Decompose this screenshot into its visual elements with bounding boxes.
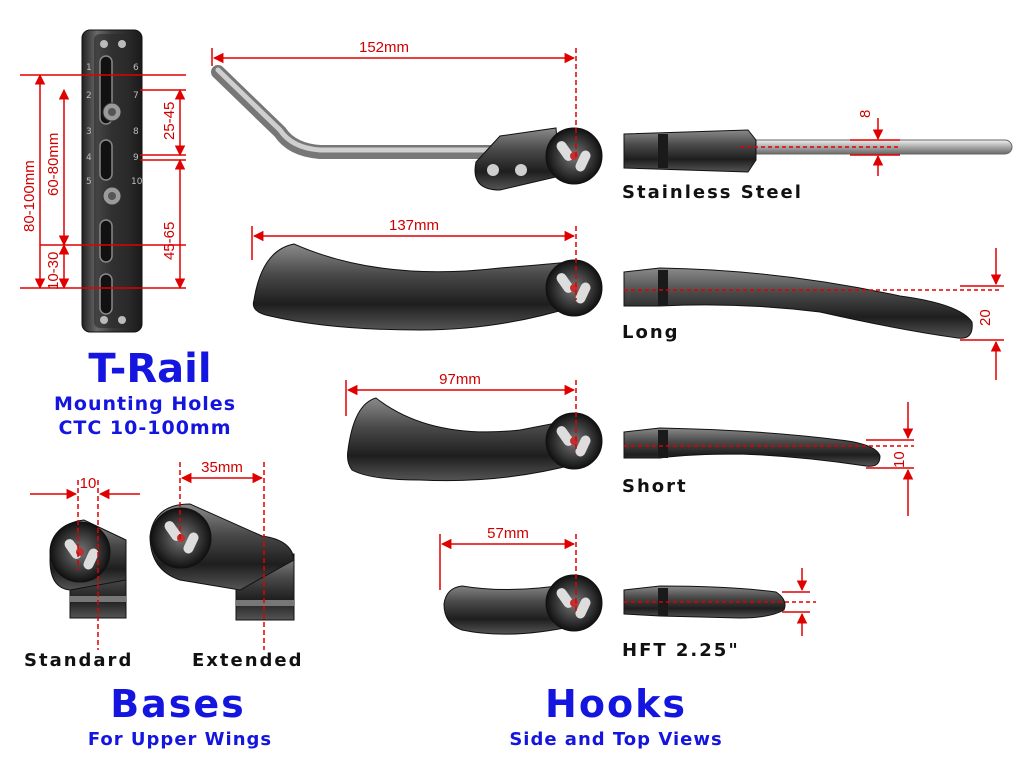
dim-short-length-lines: [345, 380, 577, 452]
bases-subtitle: For Upper Wings: [88, 729, 272, 750]
hook-stainless-side: [211, 65, 603, 191]
dim-25-45: 25-45: [161, 102, 178, 140]
bases-title: Bases: [110, 682, 246, 726]
dim-long-top: 20: [977, 309, 994, 326]
hook-short-top: [623, 427, 881, 467]
dim-short-top: 10: [891, 451, 908, 468]
hook-stainless-label: Stainless Steel: [622, 182, 803, 203]
dim-60-80: 60-80mm: [45, 133, 62, 196]
t-rail-dimensions: [20, 73, 186, 290]
rail-digit: 5: [86, 177, 92, 187]
dim-long-length: 137mm: [389, 217, 439, 234]
bases-dimensions: [30, 462, 265, 650]
base-extended-drawing: [149, 503, 295, 621]
rail-digit: 4: [86, 153, 92, 163]
dim-10-30: 10-30: [45, 252, 62, 290]
rail-digit: 3: [86, 127, 92, 137]
dim-stainless-top: 8: [857, 110, 874, 118]
base-standard-drawing: [49, 519, 127, 619]
dim-stainless-length-lines: [211, 48, 577, 160]
base-extended-label: Extended: [192, 650, 304, 671]
rail-digit: 8: [133, 127, 139, 137]
dim-short-top-lines: [624, 402, 914, 516]
dim-45-65: 45-65: [161, 222, 178, 260]
dim-base-extended: 35mm: [201, 459, 243, 476]
hook-stainless-top: [623, 129, 1013, 173]
hooks-title: Hooks: [545, 682, 687, 726]
hook-long-side: [252, 243, 603, 331]
dim-short-length: 97mm: [439, 371, 481, 388]
t-rail-drawing: 1 2 3 4 5 6 7 8 9 10: [81, 29, 143, 333]
hooks-subtitle: Side and Top Views: [509, 729, 722, 750]
rail-digit: 10: [131, 177, 143, 187]
dim-80-100: 80-100mm: [21, 160, 38, 232]
rail-digits: 1 2 3 4 5 6 7 8 9 10: [86, 63, 143, 187]
dim-hft-length: 57mm: [487, 525, 529, 542]
dim-stainless-top-lines: [740, 118, 900, 176]
dim-stainless-length: 152mm: [359, 39, 409, 56]
hook-short-label: Short: [622, 476, 688, 497]
hook-short-side: [347, 397, 603, 482]
dim-long-length-lines: [251, 226, 577, 300]
base-standard-label: Standard: [24, 650, 133, 671]
t-rail-subtitle-1: Mounting Holes: [54, 393, 236, 415]
dim-hft-length-lines: [439, 534, 577, 614]
rail-digit: 7: [133, 91, 139, 101]
dim-hft-top-lines: [624, 568, 816, 636]
hook-long-label: Long: [622, 322, 680, 343]
rail-digit: 9: [133, 153, 139, 163]
t-rail-title: T-Rail: [88, 346, 211, 392]
t-rail-subtitle-2: CTC 10-100mm: [58, 417, 231, 439]
dim-base-standard: 10: [80, 475, 97, 492]
hook-hft-side: [443, 574, 603, 635]
rail-digit: 2: [86, 91, 92, 101]
hook-long-top: [623, 267, 973, 339]
hook-hft-label: HFT 2.25": [622, 640, 740, 661]
rail-digit: 6: [133, 63, 139, 73]
dim-long-top-lines: [624, 248, 1004, 380]
rail-digit: 1: [86, 63, 92, 73]
